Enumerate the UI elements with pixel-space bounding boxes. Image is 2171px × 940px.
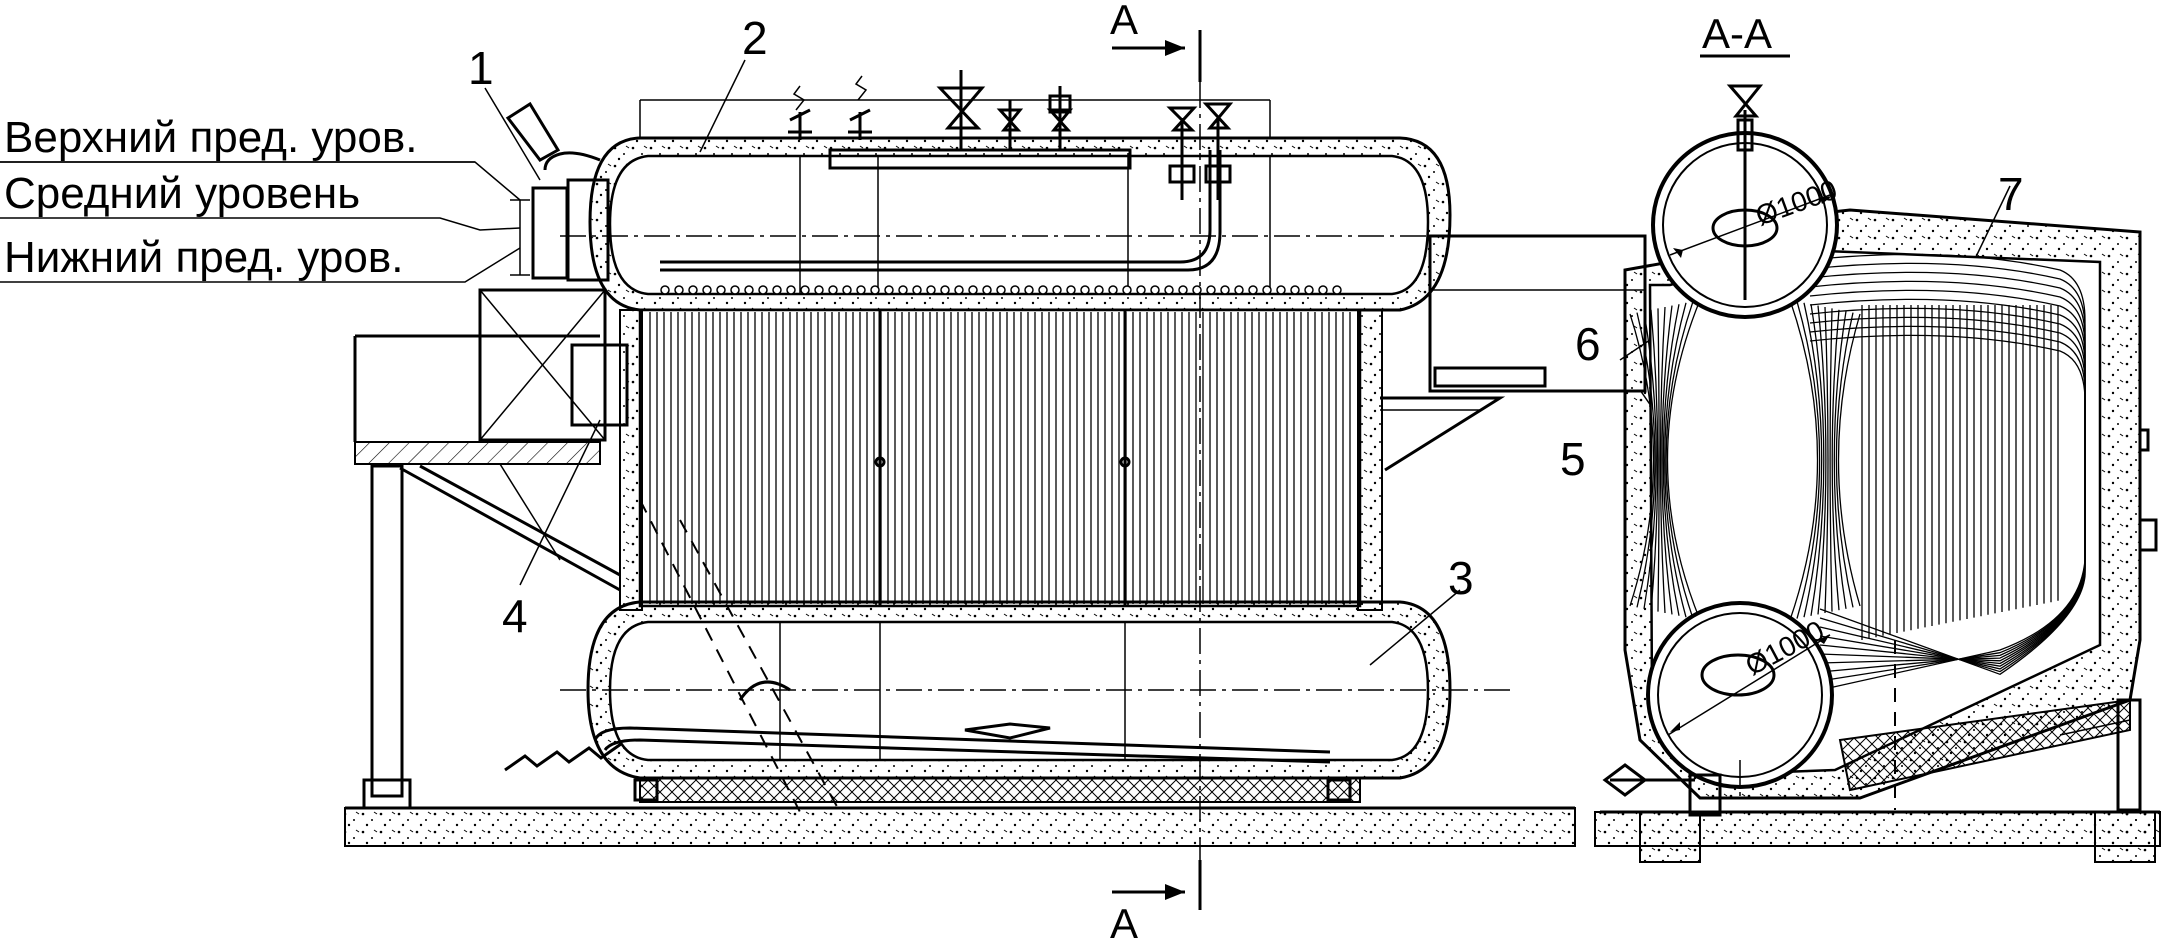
- callout-4: 4: [502, 590, 528, 642]
- middle-level-label: Средний уровень: [4, 169, 360, 218]
- section-marker-top: А: [1110, 0, 1138, 43]
- foundation-left: [344, 806, 1576, 847]
- flue-duct-dashed: [639, 499, 841, 813]
- callout-5: 5: [1560, 433, 1586, 485]
- callout-2: 2: [742, 12, 768, 64]
- section-title: А-А: [1702, 10, 1772, 57]
- lower-level-label: Нижний пред. уров.: [4, 233, 403, 282]
- lower-drum: [504, 600, 1510, 803]
- convection-tube-bank: [638, 285, 1362, 639]
- callout-6: 6: [1575, 318, 1601, 370]
- upper-level-label: Верхний пред. уров.: [4, 113, 417, 162]
- section-markers: [1112, 30, 1202, 910]
- section-view: [1594, 54, 2161, 863]
- top-valves: [639, 70, 1271, 200]
- callout-1: 1: [468, 42, 494, 94]
- platform-left: [353, 288, 629, 810]
- level-leaders: [0, 161, 521, 283]
- callout-7: 7: [1998, 168, 2024, 220]
- upper-drum: [560, 136, 1510, 312]
- callout-3: 3: [1448, 552, 1474, 604]
- section-marker-bottom: А: [1110, 900, 1138, 940]
